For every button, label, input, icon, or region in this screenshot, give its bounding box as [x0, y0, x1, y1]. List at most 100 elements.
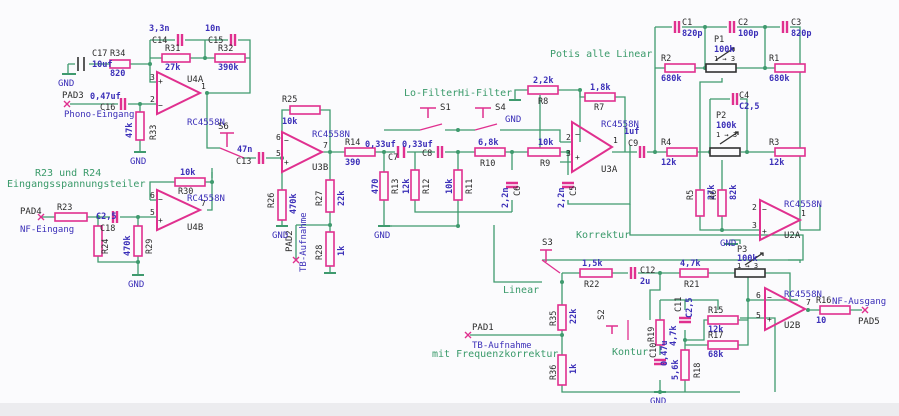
pot-p3 [734, 268, 766, 278]
u2b-name: U2B [784, 321, 800, 331]
switch-s1 [419, 107, 443, 131]
resistors [54, 53, 851, 386]
svg-text:5: 5 [150, 208, 155, 217]
pad2-name: PAD2 [285, 230, 295, 252]
capacitor-c1 [673, 21, 681, 33]
c1-value: 820p [682, 29, 702, 39]
r26-value: 470k [289, 194, 299, 214]
c14-name: C14 [152, 36, 167, 46]
resistor-r17 [707, 340, 739, 350]
resistor-r14 [344, 147, 376, 157]
r21-value: 4,7k [680, 259, 700, 269]
switch-s3 [540, 249, 561, 274]
capacitor-c4 [731, 93, 739, 105]
resistor-r11 [453, 169, 463, 201]
note-kontur: Kontur [612, 347, 648, 358]
capacitor-c8 [436, 146, 444, 158]
c5-name: C5 [569, 186, 579, 196]
r22-name: R22 [584, 280, 599, 290]
r2-name: R2 [661, 54, 671, 64]
resistor-r33 [135, 111, 145, 141]
s3-name: S3 [542, 238, 553, 248]
r14-value: 390 [345, 158, 360, 168]
svg-text:2: 2 [566, 133, 571, 142]
c10-value: 0,47u [660, 340, 670, 366]
svg-text:−: − [767, 293, 772, 302]
r26-name: R26 [267, 193, 277, 208]
r13-name: R13 [391, 179, 401, 194]
svg-text:2: 2 [150, 95, 155, 104]
r6-value: 82k [729, 185, 739, 200]
capacitors [77, 21, 789, 366]
u3b-name: U3B [312, 163, 328, 173]
opamp-u2a: −+ 231 [752, 198, 806, 242]
c3-name: C3 [791, 18, 801, 28]
note-korrektur: Korrektur [576, 230, 630, 241]
r28-name: R28 [315, 245, 325, 260]
r11-name: R11 [465, 179, 475, 194]
svg-text:7: 7 [201, 199, 206, 208]
c4-name: C4 [739, 91, 749, 101]
opamp-u4b: −+ 657 [150, 188, 206, 232]
note-potis: Potis alle Linear [550, 49, 652, 60]
u2a-name: U2A [784, 231, 801, 241]
bottom-strip [0, 403, 899, 416]
svg-text:6: 6 [276, 133, 281, 142]
r11-value: 10k [445, 179, 455, 194]
resistor-r27 [325, 179, 335, 213]
note-lo-filter: Lo-Filter [404, 88, 458, 99]
r28-value: 1k [337, 246, 347, 256]
capacitor-c15 [229, 34, 237, 46]
u4b-name: U4B [187, 223, 203, 233]
r4-name: R4 [661, 138, 671, 148]
r4-value: 12k [661, 158, 676, 168]
c15-value: 10n [205, 24, 220, 34]
p2-pins: 1 → 3 [716, 131, 737, 139]
wires [42, 26, 862, 393]
svg-text:7: 7 [806, 298, 811, 307]
r13-value: 470 [371, 179, 381, 194]
resistor-r31 [161, 53, 191, 63]
resistor-r3 [774, 147, 806, 157]
c11-value: C2,5 [685, 298, 695, 318]
c14-value: 3,3n [149, 24, 169, 34]
r12-value: 12k [402, 179, 412, 194]
r3-name: R3 [769, 138, 779, 148]
pot-p1 [705, 63, 737, 73]
r23-name: R23 [57, 203, 72, 213]
pot-p2 [709, 147, 741, 157]
p3-name: P3 [737, 245, 747, 255]
resistor-r9 [527, 147, 561, 157]
pad1-label: TB-Aufnahme [472, 341, 532, 351]
r35-value: 22k [569, 309, 579, 324]
capacitor-c10 [654, 358, 666, 366]
p3-pins: 1 → 3 [737, 262, 758, 270]
r25-name: R25 [282, 95, 297, 105]
capacitor-c2 [728, 21, 736, 33]
r12-name: R12 [422, 179, 432, 194]
c16-name: C16 [100, 103, 115, 113]
u4a-part: RC4558N [187, 118, 225, 128]
svg-text:+: + [158, 77, 163, 86]
gnd-label: GND [272, 231, 288, 241]
gnd-label: GND [374, 231, 390, 241]
pad2-label: TB-Aufnahme [299, 212, 309, 272]
resistor-r21 [679, 268, 709, 278]
switch-s6 [219, 132, 245, 159]
r9-name: R9 [540, 159, 550, 169]
capacitor-c3 [781, 21, 789, 33]
s4-name: S4 [495, 103, 506, 113]
pad3-label: Phono-Eingang [64, 110, 134, 120]
r25-value: 10k [282, 117, 297, 127]
r34-value: 820 [110, 69, 125, 79]
resistor-r30 [174, 177, 206, 187]
svg-text:+: + [158, 216, 163, 225]
r27-value: 22k [337, 191, 347, 206]
c15-name: C15 [208, 36, 223, 46]
svg-text:5: 5 [276, 149, 281, 158]
note-divider-2: Eingangsspannungsteiler [7, 179, 145, 190]
c2-name: C2 [738, 18, 748, 28]
u4a-name: U4A [187, 75, 204, 85]
c12-value: 2u [640, 277, 650, 287]
u2a-part: RC4558N [784, 200, 822, 210]
